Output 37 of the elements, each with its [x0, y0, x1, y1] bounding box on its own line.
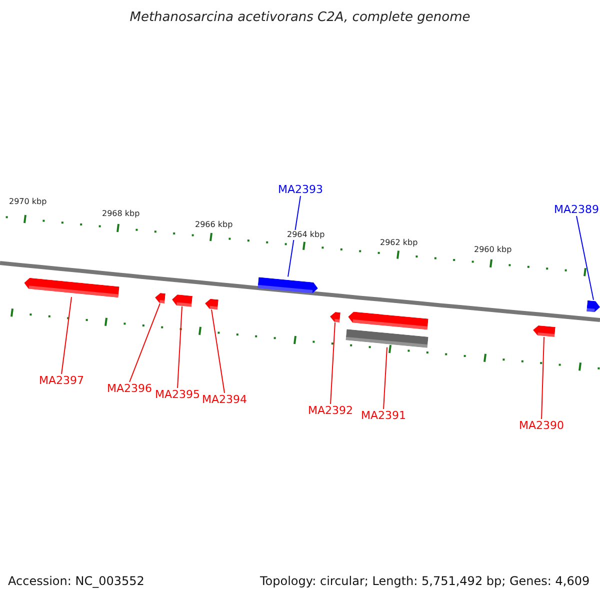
- gene-label: MA2391: [361, 409, 406, 422]
- gene-feature: [258, 276, 318, 294]
- scale-label: 2966 kbp: [195, 220, 233, 230]
- gene-label: MA2393: [278, 183, 324, 196]
- gene-feature: [330, 312, 340, 322]
- leader-line: [129, 302, 160, 382]
- leader-line: [383, 346, 388, 410]
- scale-label: 2964 kbp: [287, 230, 325, 240]
- genome-stats-text: Topology: circular; Length: 5,751,492 bp; Genes: 4,609: [260, 574, 590, 588]
- scale-label: 2962 kbp: [380, 238, 418, 248]
- genome-title: Methanosarcina acetivorans C2A, complete genome: [128, 10, 472, 25]
- feature-bar: [346, 328, 428, 348]
- leader-line: [61, 296, 72, 374]
- leader-line: [211, 309, 225, 394]
- gene-label: MA2397: [39, 374, 84, 387]
- gene-feature: [586, 300, 600, 312]
- scale-label: 2970 kbp: [9, 197, 47, 207]
- leader-line: [576, 216, 594, 300]
- gene-feature: [204, 298, 218, 310]
- gene-label: MA2390: [519, 419, 564, 432]
- gene-feature: [348, 310, 428, 330]
- gene-label: MA2395: [155, 388, 200, 401]
- gene-feature: [532, 325, 556, 337]
- leader-line: [288, 196, 301, 278]
- gene-feature: [172, 294, 192, 306]
- leader-line: [541, 336, 544, 420]
- gene-feature: [154, 292, 166, 304]
- scale-label: 2968 kbp: [102, 209, 140, 219]
- leader-line: [177, 306, 182, 388]
- gene-label: MA2394: [202, 393, 248, 406]
- accession-text: Accession: NC_003552: [8, 574, 144, 588]
- gene-label: MA2389: [554, 203, 600, 216]
- leader-line: [330, 322, 336, 404]
- gene-label: MA2396: [107, 382, 152, 395]
- scale-label: 2960 kbp: [474, 245, 512, 255]
- gene-label: MA2392: [308, 404, 354, 417]
- gene-feature: [24, 276, 120, 298]
